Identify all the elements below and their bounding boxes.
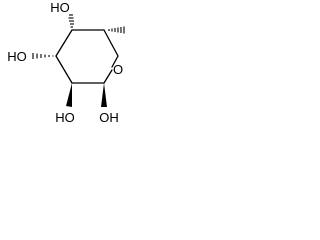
bottom-left-hydroxyl-wedge-bond [66, 83, 72, 107]
bottom-right-hydroxyl-wedge-bond [101, 83, 107, 107]
hydroxyl-label-bottom-left: HO [55, 110, 75, 125]
bond-c1-c6 [103, 29, 119, 57]
bond-c3-c4 [55, 55, 73, 84]
hydroxyl-label-left: HO [7, 49, 27, 64]
bond-c5-ring-oxygen [103, 69, 113, 84]
top-hydroxyl-hashed-bond [68, 14, 74, 28]
hydroxyl-label-bottom-right: OH [99, 110, 119, 125]
hydroxyl-label-top: HO [50, 0, 70, 15]
ring-oxygen-label: O [113, 62, 123, 77]
chemical-structure: HO HO HO OH O [7, 0, 125, 125]
bond-c6-ring-oxygen [111, 55, 119, 68]
bond-c2-c3 [55, 29, 73, 57]
methyl-hashed-bond [108, 26, 125, 34]
left-hydroxyl-hashed-bond [32, 53, 54, 59]
